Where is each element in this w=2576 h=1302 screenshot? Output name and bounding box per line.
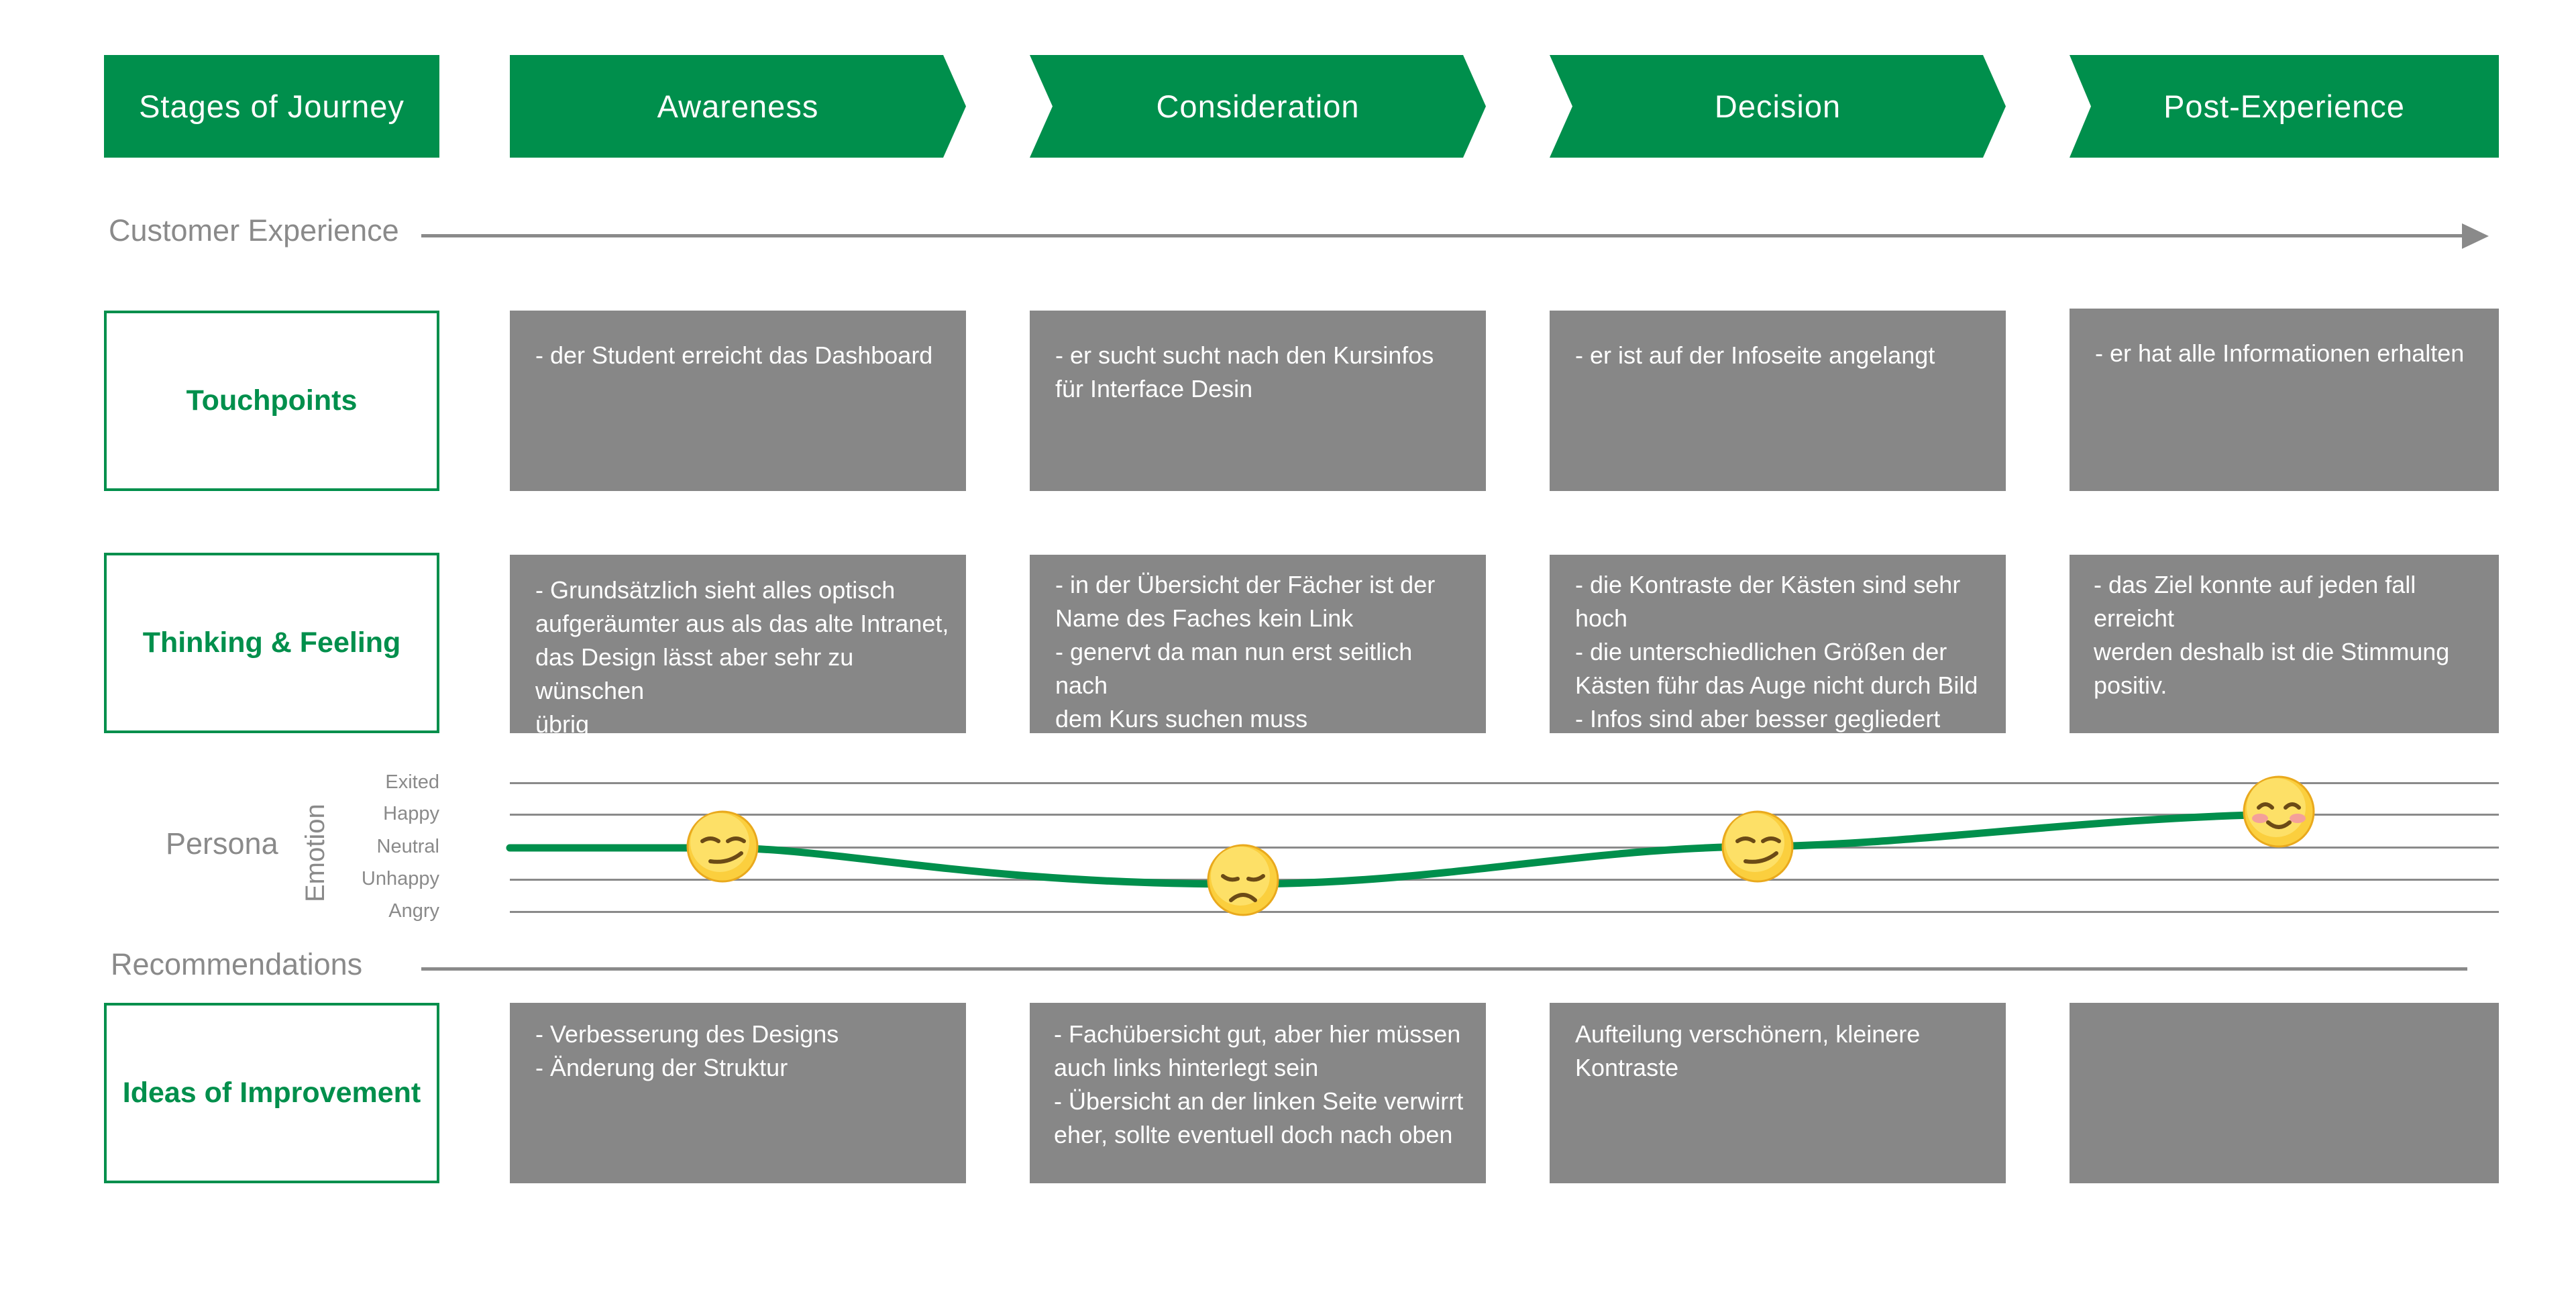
touchpoint-card-consideration: - er sucht sucht nach den Kursinfos für … bbox=[1030, 311, 1486, 491]
touchpoint-card-awareness: - der Student erreicht das Dashboard bbox=[510, 311, 966, 491]
stage-awareness: Awareness bbox=[510, 55, 966, 158]
thinking-card-post-experience: - das Ziel konnte auf jeden fall erreich… bbox=[2070, 555, 2499, 733]
smirk-face-icon bbox=[686, 810, 759, 883]
emotion-level-angry: Angry bbox=[388, 900, 439, 922]
emotion-level-unhappy: Unhappy bbox=[361, 868, 439, 889]
persona-label: Persona bbox=[166, 826, 278, 861]
thinking-card-consideration: - in der Übersicht der Fächer ist der Na… bbox=[1030, 555, 1486, 733]
stage-decision: Decision bbox=[1550, 55, 2006, 158]
emotion-gridline bbox=[510, 847, 2499, 849]
emotion-curve-line bbox=[506, 810, 2282, 888]
touchpoint-card-decision: - er ist auf der Infoseite angelangt bbox=[1550, 311, 2006, 491]
thinking-feeling-label: Thinking & Feeling bbox=[104, 553, 439, 733]
emotion-gridline bbox=[510, 782, 2499, 784]
emotion-gridline bbox=[510, 879, 2499, 881]
customer-experience-label: Customer Experience bbox=[109, 213, 399, 248]
stage-consideration: Consideration bbox=[1030, 55, 1486, 158]
ideas-card-awareness: - Verbesserung des Designs - Änderung de… bbox=[510, 1003, 966, 1183]
ideas-of-improvement-label: Ideas of Improvement bbox=[104, 1003, 439, 1183]
smirk-face-icon bbox=[1721, 810, 1794, 883]
recommendations-line bbox=[421, 967, 2467, 971]
touchpoint-card-post-experience: - er hat alle Informationen erhalten bbox=[2070, 309, 2499, 491]
touchpoints-label: Touchpoints bbox=[104, 311, 439, 491]
emotion-gridline bbox=[510, 911, 2499, 913]
thinking-card-awareness: - Grundsätzlich sieht alles optisch aufg… bbox=[510, 555, 966, 733]
emotion-level-happy: Happy bbox=[383, 803, 439, 824]
stage-post-experience: Post-Experience bbox=[2070, 55, 2499, 158]
ideas-card-decision: Aufteilung verschönern, kleinere Kontras… bbox=[1550, 1003, 2006, 1183]
emotion-level-neutral: Neutral bbox=[376, 836, 440, 857]
arrow-head-icon bbox=[2462, 223, 2489, 249]
customer-experience-arrow-line bbox=[421, 234, 2467, 237]
disappointed-face-icon bbox=[1207, 844, 1279, 916]
thinking-card-decision: - die Kontraste der Kästen sind sehr hoc… bbox=[1550, 555, 2006, 733]
stages-of-journey-header: Stages of Journey bbox=[104, 55, 439, 158]
emotion-level-exited: Exited bbox=[385, 771, 439, 793]
ideas-card-post-experience bbox=[2070, 1003, 2499, 1183]
ideas-card-consideration: - Fachübersicht gut, aber hier müssen au… bbox=[1030, 1003, 1486, 1183]
emotion-gridline bbox=[510, 814, 2499, 816]
blushing-smile-face-icon bbox=[2243, 775, 2315, 848]
recommendations-label: Recommendations bbox=[111, 947, 363, 981]
